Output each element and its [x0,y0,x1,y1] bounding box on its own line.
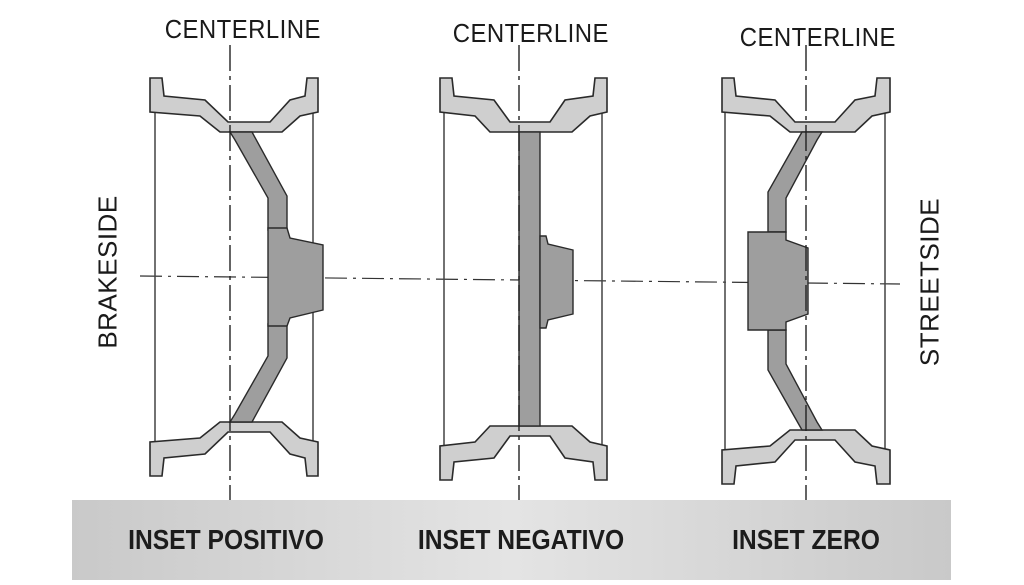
disc-bottom-spoke [228,323,288,423]
wheel-negative [439,45,608,500]
caption-band [72,500,951,580]
rim-bottom-flange [721,429,891,485]
rim-bottom-flange [439,425,608,481]
centerline-label-positive: CENTERLINE [164,14,321,44]
hub-mount [747,231,809,331]
caption-inset-zero: INSET ZERO [732,524,880,555]
disc-top-spoke [228,131,288,231]
rim-top-flange [439,77,608,133]
disc-straight [518,131,541,427]
rim-bottom-flange [149,421,319,477]
wheel-positive [149,45,324,500]
hub-mount [267,227,324,327]
hub-mount [539,235,574,329]
rim-top-flange [149,77,319,133]
wheel-zero [721,45,891,500]
centerline-label-zero: CENTERLINE [739,22,896,52]
disc-bottom-spoke [767,329,824,431]
caption-inset-positive: INSET POSITIVO [128,524,324,555]
streetside-label: STREETSIDE [914,197,945,367]
caption-inset-negative: INSET NEGATIVO [417,524,625,555]
rim-top-flange [721,77,891,133]
brakeside-label: BRAKESIDE [92,195,123,349]
disc-top-spoke [767,131,824,233]
centerline-label-negative: CENTERLINE [452,18,609,48]
